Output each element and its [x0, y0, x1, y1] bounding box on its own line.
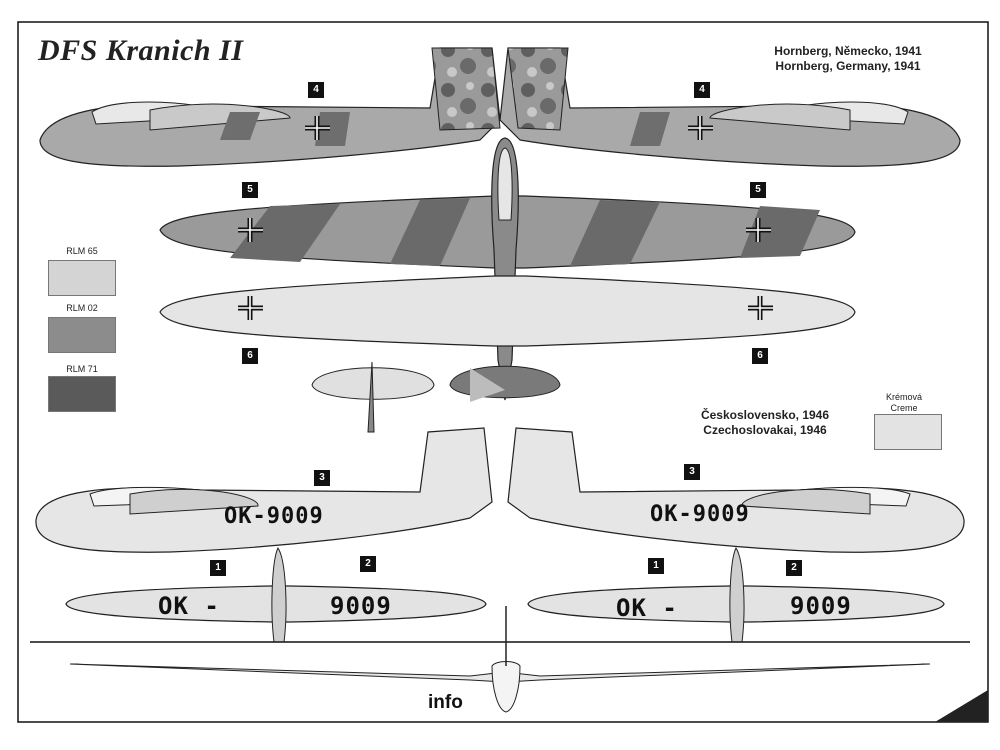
marker-5-right: 5 [750, 182, 766, 198]
registration-side-right: OK-9009 [650, 502, 750, 527]
registration-wing-left-2: 9009 [330, 592, 392, 620]
tailplane-view [311, 361, 435, 433]
wing-1946-left [65, 547, 487, 643]
publisher-logo: info [428, 692, 463, 713]
caption-1941-line2: Hornberg, Germany, 1941 [775, 59, 921, 73]
marker-6-right: 6 [752, 348, 768, 364]
marker-1-left: 1 [210, 560, 226, 576]
swatch-label-kremova: Krémová [885, 392, 922, 402]
swatch-rlm65 [48, 260, 116, 296]
registration-side-left: OK-9009 [224, 504, 324, 529]
swatch-creme [874, 414, 942, 450]
top-view-fuselage [449, 137, 561, 402]
swatch-rlm02 [48, 317, 116, 353]
marker-3-left: 3 [314, 470, 330, 486]
registration-wing-left-1: OK - [158, 592, 220, 620]
marker-4-left: 4 [308, 82, 324, 98]
swatch-label-creme: Creme [890, 403, 918, 413]
front-view [30, 606, 970, 713]
caption-1941-line1: Hornberg, Německo, 1941 [774, 44, 922, 58]
swatch-rlm71 [48, 376, 116, 412]
sheet-frame [17, 21, 989, 723]
caption-1941: Hornberg, Německo, 1941 Hornberg, German… [770, 44, 926, 74]
swatch-label-rlm71: RLM 71 [66, 364, 98, 374]
caption-1946-line2: Czechoslovakai, 1946 [703, 423, 827, 437]
page-number: 2 [974, 720, 982, 736]
bottom-view-wing [159, 275, 856, 347]
marker-5-left: 5 [242, 182, 258, 198]
side-view-1941-left [39, 47, 501, 167]
side-view-1946-right [507, 427, 965, 553]
registration-wing-right-2: 9009 [790, 592, 852, 620]
swatch-label-rlm02: RLM 02 [66, 303, 98, 313]
marker-6-left: 6 [242, 348, 258, 364]
wing-1946-right [527, 547, 945, 643]
page-title: DFS Kranich II [38, 34, 244, 67]
caption-1946-line1: Československo, 1946 [700, 408, 830, 422]
marker-2-left: 2 [360, 556, 376, 572]
marker-1-right: 1 [648, 558, 664, 574]
caption-1946: Československo, 1946 Czechoslovakai, 194… [690, 408, 840, 438]
marker-3-right: 3 [684, 464, 700, 480]
side-view-1946-left [35, 427, 493, 553]
swatch-label-rlm65: RLM 65 [66, 246, 98, 256]
page-corner [935, 690, 988, 722]
side-view-1941-right [499, 47, 961, 167]
marker-4-right: 4 [694, 82, 710, 98]
registration-wing-right-1: OK - [616, 594, 678, 622]
marker-2-right: 2 [786, 560, 802, 576]
